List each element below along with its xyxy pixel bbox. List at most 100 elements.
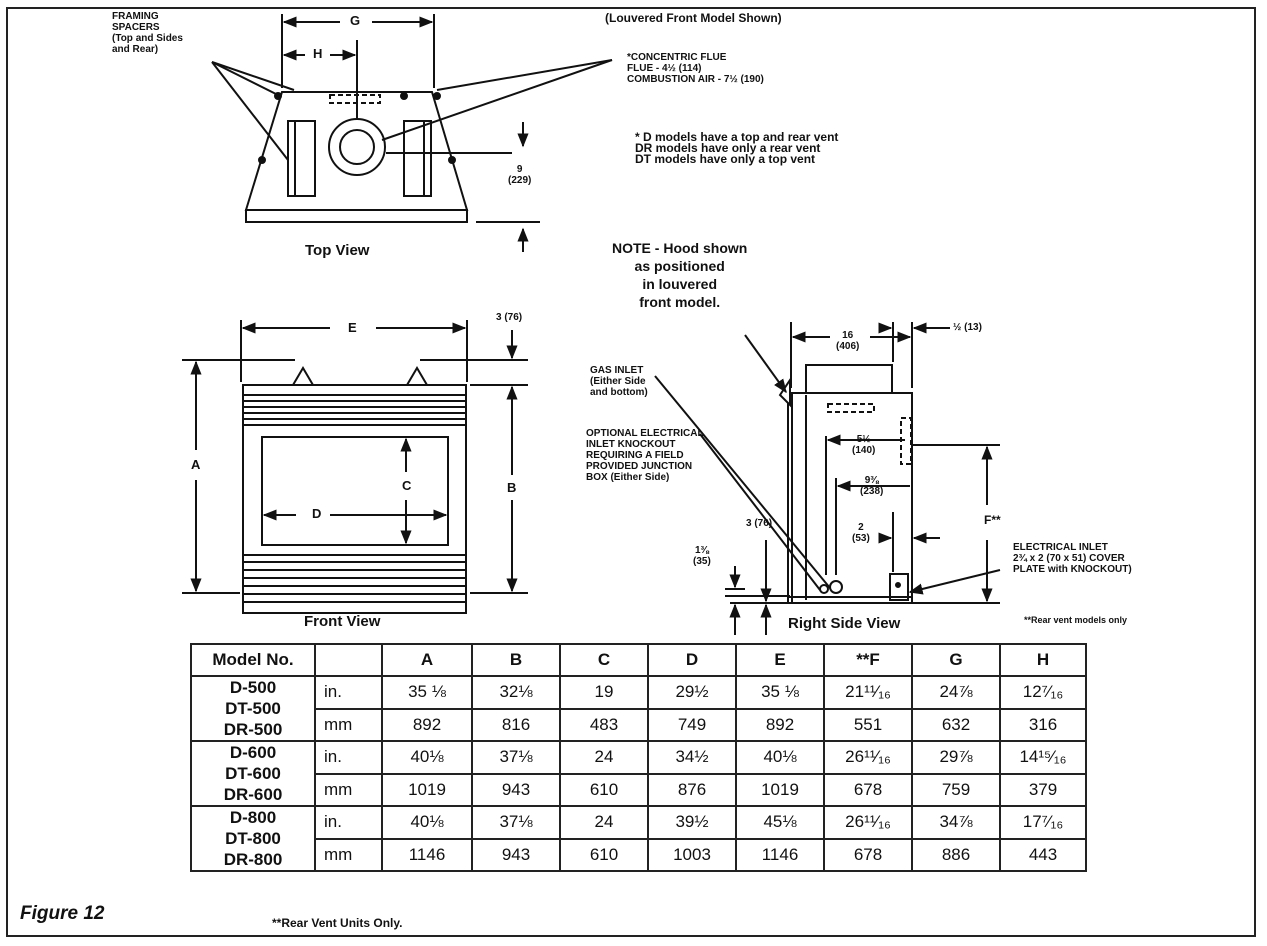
value-cell: 24⅞	[911, 675, 1001, 710]
dim-c-label: C	[402, 478, 412, 493]
value-cell: 316	[999, 707, 1087, 742]
vent-notes-label: * D models have a top and rear vent DR m…	[635, 130, 839, 166]
value-cell: 1146	[381, 837, 473, 872]
header-cell: C	[559, 643, 649, 677]
value-cell: 1019	[735, 772, 825, 807]
dim-f-label: F**	[984, 513, 1001, 527]
value-cell: 37⅛	[471, 805, 561, 840]
value-cell: 26¹¹⁄₁₆	[823, 740, 913, 775]
dim-half-label: ½ (13)	[953, 322, 982, 333]
dim-h-label: H	[313, 46, 323, 61]
dim-e-label: E	[348, 320, 357, 335]
front-view-caption: Front View	[304, 613, 381, 630]
dim-2-label: 2 (53)	[852, 522, 870, 544]
value-cell: 24	[559, 805, 649, 840]
unit-cell: in.	[314, 740, 383, 775]
unit-cell: in.	[314, 675, 383, 710]
model-name: DT-800	[225, 829, 281, 848]
dim-1-375-label: 1⅜ (35)	[693, 545, 711, 567]
value-cell: 749	[647, 707, 737, 742]
value-cell: 29⅞	[911, 740, 1001, 775]
louvered-front-label: (Louvered Front Model Shown)	[605, 11, 782, 25]
unit-cell: mm	[314, 707, 383, 742]
dim-g-label: G	[350, 13, 361, 28]
value-cell: 876	[647, 772, 737, 807]
value-cell: 678	[823, 837, 913, 872]
framing-spacers-label: FRAMING SPACERS (Top and Sides and Rear)	[112, 11, 183, 55]
value-cell: 886	[911, 837, 1001, 872]
model-name: DR-500	[223, 720, 283, 739]
dim-a-label: A	[191, 457, 201, 472]
value-cell: 24	[559, 740, 649, 775]
dim-9-label: 9 (229)	[508, 164, 532, 186]
unit-cell: mm	[314, 772, 383, 807]
model-name: D-800	[229, 808, 277, 827]
value-cell: 816	[471, 707, 561, 742]
value-cell: 21¹¹⁄₁₆	[823, 675, 913, 710]
value-cell: 12⁷⁄₁₆	[999, 675, 1087, 710]
value-cell: 610	[559, 837, 649, 872]
table-header-row: Model No. A B C D E **F G H	[190, 643, 1087, 677]
header-cell: E	[735, 643, 825, 677]
value-cell: 45⅛	[735, 805, 825, 840]
value-cell: 39½	[647, 805, 737, 840]
dim-b-label: B	[507, 480, 517, 495]
value-cell: 35 ⅛	[735, 675, 825, 710]
model-name: D-600	[229, 743, 277, 762]
value-cell: 40⅛	[381, 740, 473, 775]
value-cell: 40⅛	[381, 805, 473, 840]
value-cell: 29½	[647, 675, 737, 710]
header-cell: H	[999, 643, 1087, 677]
gas-inlet-label: GAS INLET (Either Side and bottom)	[590, 365, 648, 398]
footnote: **Rear Vent Units Only.	[272, 916, 403, 930]
value-cell: 943	[471, 837, 561, 872]
value-cell: 892	[735, 707, 825, 742]
value-cell: 34⅞	[911, 805, 1001, 840]
value-cell: 483	[559, 707, 649, 742]
right-side-view-drawing	[654, 322, 1001, 635]
dim-9-375-label: 9⅜ (238)	[860, 475, 884, 497]
optional-electrical-label: OPTIONAL ELECTRICAL INLET KNOCKOUT REQUI…	[586, 428, 704, 483]
model-name: D-500	[229, 678, 277, 697]
value-cell: 678	[823, 772, 913, 807]
dim-d-label: D	[312, 506, 322, 521]
value-cell: 40⅛	[735, 740, 825, 775]
dim-5-5-label: 5½ (140)	[852, 434, 876, 456]
top-view-drawing	[211, 14, 613, 252]
value-cell: 610	[559, 772, 649, 807]
header-cell: Model No.	[190, 643, 316, 677]
value-cell: 1019	[381, 772, 473, 807]
model-name: DT-600	[225, 764, 281, 783]
value-cell: 17⁷⁄₁₆	[999, 805, 1087, 840]
value-cell: 551	[823, 707, 913, 742]
dim-3-76-side-label: 3 (76)	[746, 518, 773, 529]
value-cell: 1003	[647, 837, 737, 872]
value-cell: 632	[911, 707, 1001, 742]
value-cell: 32⅛	[471, 675, 561, 710]
value-cell: 1146	[735, 837, 825, 872]
header-cell	[314, 643, 383, 677]
right-side-view-caption: Right Side View	[788, 615, 901, 632]
header-cell: G	[911, 643, 1001, 677]
model-name: DR-600	[223, 785, 283, 804]
header-cell: B	[471, 643, 561, 677]
value-cell: 34½	[647, 740, 737, 775]
dim-16-label: 16 (406)	[836, 330, 860, 352]
value-cell: 943	[471, 772, 561, 807]
concentric-flue-label: *CONCENTRIC FLUE FLUE - 4½ (114) COMBUST…	[627, 52, 764, 85]
header-cell: A	[381, 643, 473, 677]
top-view-caption: Top View	[305, 242, 370, 259]
unit-cell: in.	[314, 805, 383, 840]
value-cell: 443	[999, 837, 1087, 872]
